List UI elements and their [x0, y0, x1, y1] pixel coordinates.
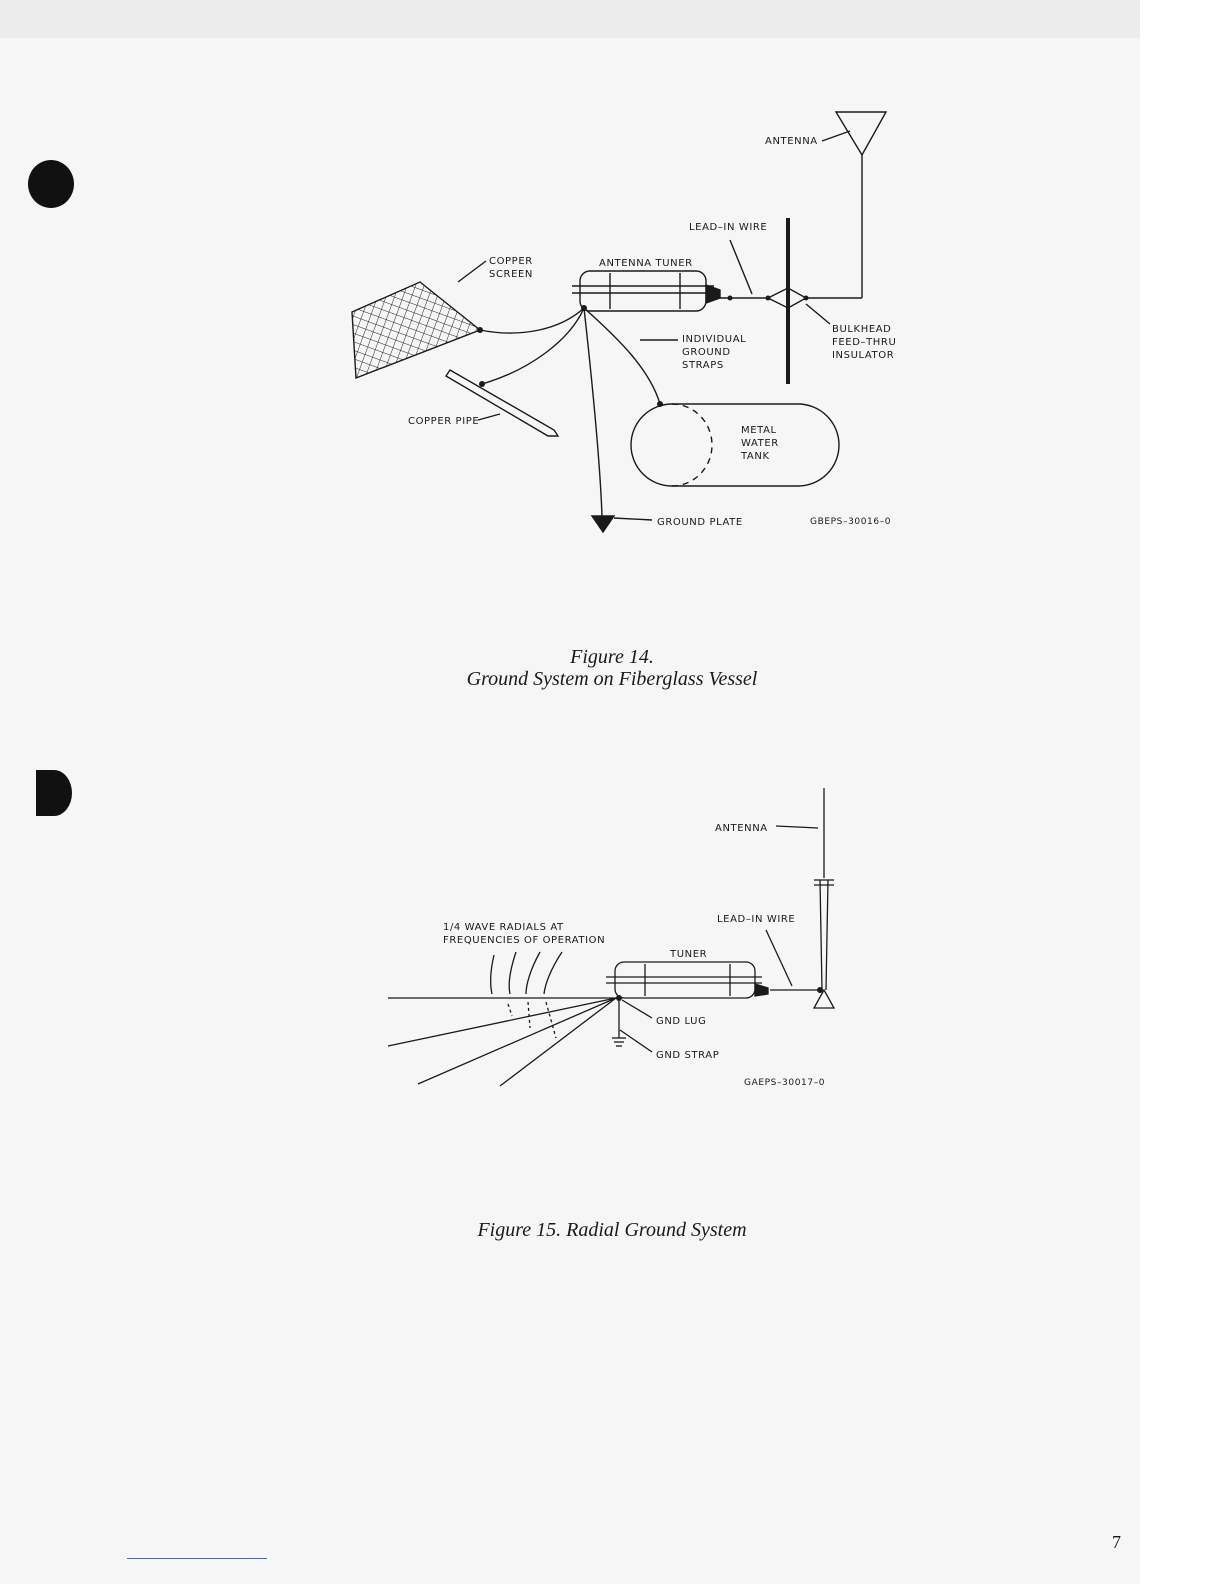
fig15-label-radials: 1/4 WAVE RADIALS AT FREQUENCIES OF OPERA…: [443, 922, 606, 946]
figure-15-caption: Figure 15. Radial Ground System: [477, 1219, 747, 1241]
fig15-antenna-base: [812, 988, 836, 1009]
scan-edge-line: [127, 1558, 267, 1559]
fig14-label-ground-straps: INDIVIDUAL GROUND STRAPS: [682, 334, 747, 371]
fig14-ground-plate: [590, 515, 616, 534]
fig14-label-lead-in-wire: LEAD–IN WIRE: [689, 222, 768, 233]
fig14-label-copper-screen: COPPER SCREEN: [489, 256, 533, 280]
scan-shade-top: [0, 0, 1140, 38]
scan-shade-right: [1140, 0, 1224, 1584]
fig14-label-copper-pipe: COPPER PIPE: [408, 416, 480, 427]
fig14-label-code: GBEPS–30016–0: [810, 517, 892, 527]
fig15-label-tuner: TUNER: [670, 949, 708, 960]
fig15-label-gnd-strap: GND STRAP: [656, 1050, 720, 1061]
fig15-label-antenna: ANTENNA: [715, 823, 768, 834]
fig15-tuner: [614, 961, 756, 999]
fig15-label-code: GAEPS–30017–0: [744, 1078, 826, 1088]
fig14-label-antenna: ANTENNA: [765, 136, 818, 147]
figure-14-caption-number: Figure 14.: [570, 646, 654, 668]
fig14-label-water-tank: METAL WATER TANK: [741, 425, 779, 462]
punch-hole-top: [28, 160, 74, 208]
fig15-label-lead-in-wire: LEAD–IN WIRE: [717, 914, 796, 925]
page-number: 7: [1112, 1532, 1121, 1552]
fig14-copper-pipe: [445, 369, 560, 437]
fig14-label-bulkhead: BULKHEAD FEED–THRU INSULATOR: [832, 324, 897, 361]
fig14-water-tank: [630, 403, 840, 487]
punch-hole-middle: [36, 770, 72, 816]
fig14-label-ground-plate: GROUND PLATE: [657, 517, 743, 528]
fig14-label-antenna-tuner: ANTENNA TUNER: [599, 258, 693, 269]
fig14-antenna-symbol: [834, 111, 888, 157]
figure-14-caption-title: Ground System on Fiberglass Vessel: [466, 668, 758, 690]
fig15-label-gnd-lug: GND LUG: [656, 1016, 707, 1027]
